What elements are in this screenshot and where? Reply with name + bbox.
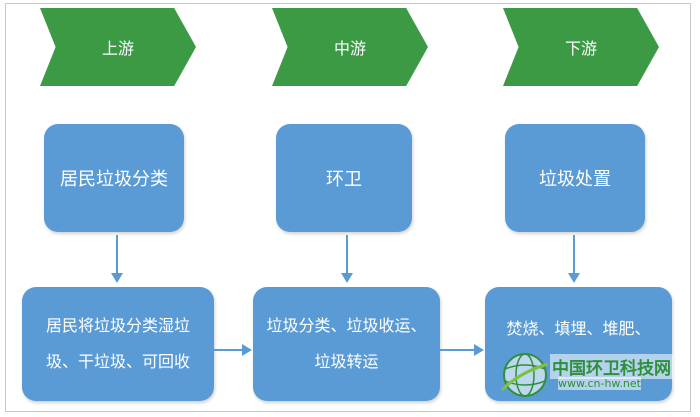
- globe-logo-icon: [500, 353, 549, 397]
- stage-upstream-chevron: 上游: [40, 8, 196, 86]
- diagram-frame: [5, 3, 691, 412]
- arrow-line: [116, 235, 118, 273]
- arrow-line: [214, 349, 244, 351]
- box-line: 焚烧、填埋、堆肥、: [506, 319, 651, 338]
- arrow-line: [573, 235, 575, 273]
- collection-transfer-box: 垃圾分类、垃圾收运、 垃圾转运: [253, 287, 440, 401]
- box-text: 环卫: [326, 169, 362, 190]
- stage-label: 下游: [564, 39, 597, 58]
- stage-label: 上游: [101, 39, 134, 58]
- resident-classify-detail-box: 居民将垃圾分类湿垃 圾、干垃圾、可回收: [22, 287, 214, 401]
- arrow-right-icon: [242, 344, 252, 356]
- arrow-right-icon: [474, 344, 484, 356]
- stage-midstream-chevron: 中游: [272, 8, 428, 86]
- box-text: 垃圾处置: [539, 169, 611, 190]
- arrow-down-icon: [341, 273, 353, 283]
- arrow-down-icon: [111, 273, 123, 283]
- waste-disposal-box: 垃圾处置: [505, 124, 645, 232]
- arrow-line: [346, 235, 348, 273]
- box-line: 垃圾转运: [314, 352, 379, 371]
- box-text: 居民垃圾分类: [60, 169, 168, 190]
- box-line: 居民将垃圾分类湿垃: [45, 316, 190, 335]
- watermark-name: 中国环卫科技网: [550, 354, 673, 379]
- box-line: 圾、干垃圾、可回收: [45, 352, 190, 371]
- site-watermark: 中国环卫科技网 www.cn-hw.net: [500, 350, 690, 400]
- sanitation-box: 环卫: [276, 124, 412, 232]
- arrow-line: [440, 349, 475, 351]
- watermark-url: www.cn-hw.net: [558, 377, 641, 390]
- stage-label: 中游: [333, 39, 366, 58]
- box-line: 垃圾分类、垃圾收运、: [266, 316, 427, 335]
- stage-downstream-chevron: 下游: [503, 8, 659, 86]
- arrow-down-icon: [568, 273, 580, 283]
- resident-sorting-box: 居民垃圾分类: [44, 124, 184, 232]
